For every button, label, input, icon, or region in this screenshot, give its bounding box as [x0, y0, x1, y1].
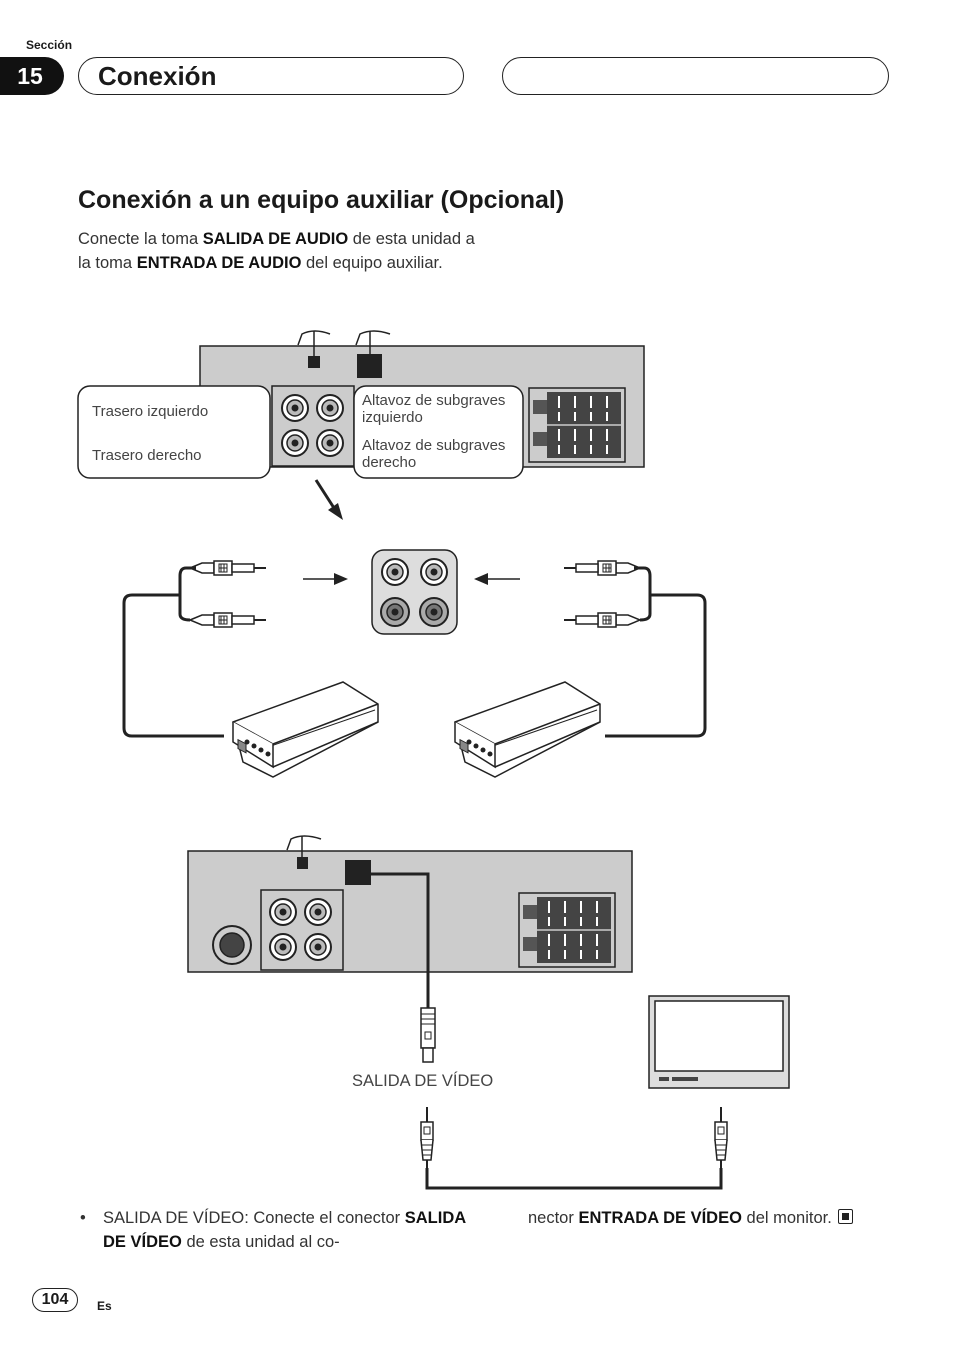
amplifier-left [232, 681, 379, 778]
monitor [648, 995, 790, 1089]
header-empty-frame [502, 57, 889, 95]
section-label: Sección [26, 38, 73, 52]
page-number: 104 [32, 1288, 78, 1312]
bullet-text-col2: nector ENTRADA DE VÍDEO del monitor. [528, 1206, 858, 1230]
section-title: Conexión [98, 61, 217, 91]
page-heading: Conexión a un equipo auxiliar (Opcional) [78, 186, 565, 214]
video-out-label: SALIDA DE VÍDEO [352, 1072, 494, 1090]
bullet-marker: • [80, 1209, 86, 1227]
section-title-frame [78, 57, 464, 95]
label-rear-left: Trasero izquierdo [92, 403, 209, 420]
head-unit-rear-panel-video [187, 835, 633, 973]
callout-rear-frame [77, 385, 271, 479]
section-number-badge: 15 [0, 57, 64, 95]
label-rear-right: Trasero derecho [92, 447, 202, 464]
intro-paragraph: Conecte la toma SALIDA DE AUDIO de esta … [78, 230, 475, 272]
language-code: Es [97, 1299, 112, 1313]
callout-subwoofer-frame [353, 385, 524, 479]
amplifier-right [454, 681, 601, 778]
bullet-text-col1: SALIDA DE VÍDEO: Conecte el conector SAL… [103, 1209, 466, 1251]
rca-jack-cluster [371, 549, 458, 635]
end-mark-icon [838, 1209, 854, 1224]
